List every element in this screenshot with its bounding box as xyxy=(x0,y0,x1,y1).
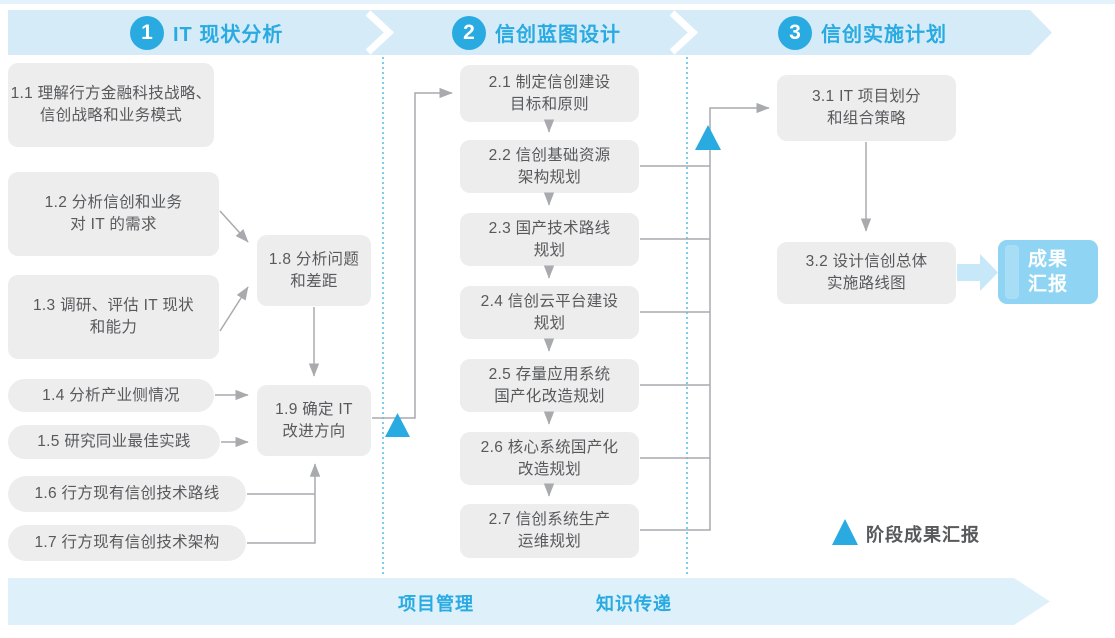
arrow-collector-to-3-1 xyxy=(640,102,770,531)
step-2-3-line1: 2.3 国产技术路线 xyxy=(488,219,611,237)
step-2-6-line2: 改造规划 xyxy=(517,460,582,478)
step-2-5: 2.5 存量应用系统 国产化改造规划 xyxy=(460,359,639,412)
step-3-1: 3.1 IT 项目划分 和组合策略 xyxy=(777,75,956,141)
step-3-1-line1: 3.1 IT 项目划分 xyxy=(812,88,921,105)
top-edge-strip xyxy=(0,0,1115,4)
step-2-2-line1: 2.2 信创基础资源 xyxy=(488,146,611,164)
step-2-4-line2: 规划 xyxy=(533,314,566,332)
knowledge-transfer-label: 知识传递 xyxy=(596,594,672,614)
step-2-4: 2.4 信创云平台建设 规划 xyxy=(460,286,639,339)
step-1-3-line1: 1.3 调研、评估 IT 现状 xyxy=(33,297,194,314)
step-2-6: 2.6 核心系统国产化 改造规划 xyxy=(460,432,639,485)
step-1-8-line1: 1.8 分析问题 xyxy=(268,250,360,268)
step-1-9: 1.9 确定 IT 改进方向 xyxy=(257,385,371,456)
step-1-1: 1.1 理解行方金融科技战略、 信创战略和业务模式 xyxy=(8,63,214,147)
legend-label: 阶段成果汇报 xyxy=(866,525,980,545)
step-1-7-line1: 1.7 行方现有信创技术架构 xyxy=(34,534,220,551)
step-2-7-line2: 运维规划 xyxy=(517,533,582,550)
milestone-triangle-phase1-icon xyxy=(385,413,410,437)
step-1-5: 1.5 研究同业最佳实践 xyxy=(8,425,220,459)
step-1-4-line1: 1.4 分析产业侧情况 xyxy=(42,386,180,404)
step-1-3-line2: 和能力 xyxy=(89,319,138,336)
step-1-2: 1.2 分析信创和业务 对 IT 的需求 xyxy=(8,172,219,256)
result-box-highlight-strip xyxy=(1005,245,1019,299)
step-1-8: 1.8 分析问题 和差距 xyxy=(257,235,371,306)
step-1-1-line1: 1.1 理解行方金融科技战略、 xyxy=(10,85,212,102)
step-2-2-line2: 架构规划 xyxy=(517,168,582,186)
step-3-2-line1: 3.2 设计信创总体 xyxy=(805,253,928,270)
milestone-triangle-phase2-icon xyxy=(695,125,721,150)
phase-2-number-badge: 2 xyxy=(452,15,486,50)
phase-1-number-badge: 1 xyxy=(130,15,164,50)
project-management-label: 项目管理 xyxy=(398,594,474,614)
step-1-2-line1: 1.2 分析信创和业务 xyxy=(44,194,183,211)
step-2-6-line1: 2.6 核心系统国产化 xyxy=(480,438,619,456)
step-1-9-line1: 1.9 确定 IT xyxy=(275,400,353,418)
step-2-7-line1: 2.7 信创系统生产 xyxy=(488,511,611,528)
step-2-2: 2.2 信创基础资源 架构规划 xyxy=(460,140,639,193)
step-2-5-line1: 2.5 存量应用系统 xyxy=(488,365,611,383)
phase-2-title: 信创蓝图设计 xyxy=(495,24,621,46)
bottom-band xyxy=(8,578,1050,625)
phase-3-header: 3 信创实施计划 xyxy=(778,15,947,50)
step-1-9-line2: 改进方向 xyxy=(282,422,346,440)
step-2-4-line1: 2.4 信创云平台建设 xyxy=(480,292,619,310)
step-1-2-line2: 对 IT 的需求 xyxy=(70,216,157,233)
result-report-box: 成果 汇报 xyxy=(998,240,1098,304)
block-arrow-to-result xyxy=(957,254,998,291)
arrow-1-7-to-1-9 xyxy=(247,463,321,544)
phase-3-title: 信创实施计划 xyxy=(821,24,947,46)
phase-1-header: 1 IT 现状分析 xyxy=(130,15,283,50)
legend-triangle-icon xyxy=(832,519,858,545)
arrow-1-9-to-2-1 xyxy=(372,87,453,419)
step-2-1: 2.1 制定信创建设 目标和原则 xyxy=(460,65,639,122)
step-2-7: 2.7 信创系统生产 运维规划 xyxy=(460,504,639,558)
step-2-5-line2: 国产化改造规划 xyxy=(494,387,605,405)
step-1-3: 1.3 调研、评估 IT 现状 和能力 xyxy=(8,275,219,359)
step-1-6-line1: 1.6 行方现有信创技术路线 xyxy=(34,485,220,502)
phase-1-title: IT 现状分析 xyxy=(173,24,284,46)
arrow-1-2-to-1-8 xyxy=(219,210,249,243)
step-1-1-line2: 信创战略和业务模式 xyxy=(39,107,183,124)
result-box-line1: 成果 xyxy=(1027,249,1068,270)
step-1-6: 1.6 行方现有信创技术路线 xyxy=(8,476,246,512)
step-1-4: 1.4 分析产业侧情况 xyxy=(8,379,214,412)
step-1-5-line1: 1.5 研究同业最佳实践 xyxy=(37,433,191,450)
phase-2-header: 2 信创蓝图设计 xyxy=(452,15,621,50)
step-3-1-line2: 和组合策略 xyxy=(826,110,906,127)
step-2-1-line1: 2.1 制定信创建设 xyxy=(488,73,611,91)
step-3-2: 3.2 设计信创总体 实施路线图 xyxy=(777,242,956,304)
phase-3-number-badge: 3 xyxy=(778,15,812,50)
step-2-1-line2: 目标和原则 xyxy=(509,95,589,113)
step-1-7: 1.7 行方现有信创技术架构 xyxy=(8,525,246,561)
step-2-3: 2.3 国产技术路线 规划 xyxy=(460,213,639,266)
step-1-8-line2: 和差距 xyxy=(290,272,338,290)
step-2-3-line2: 规划 xyxy=(533,241,566,259)
result-box-line2: 汇报 xyxy=(1027,274,1068,295)
arrow-1-3-to-1-8 xyxy=(219,286,249,332)
step-3-2-line2: 实施路线图 xyxy=(826,275,906,292)
phase-header-band xyxy=(8,10,1052,55)
